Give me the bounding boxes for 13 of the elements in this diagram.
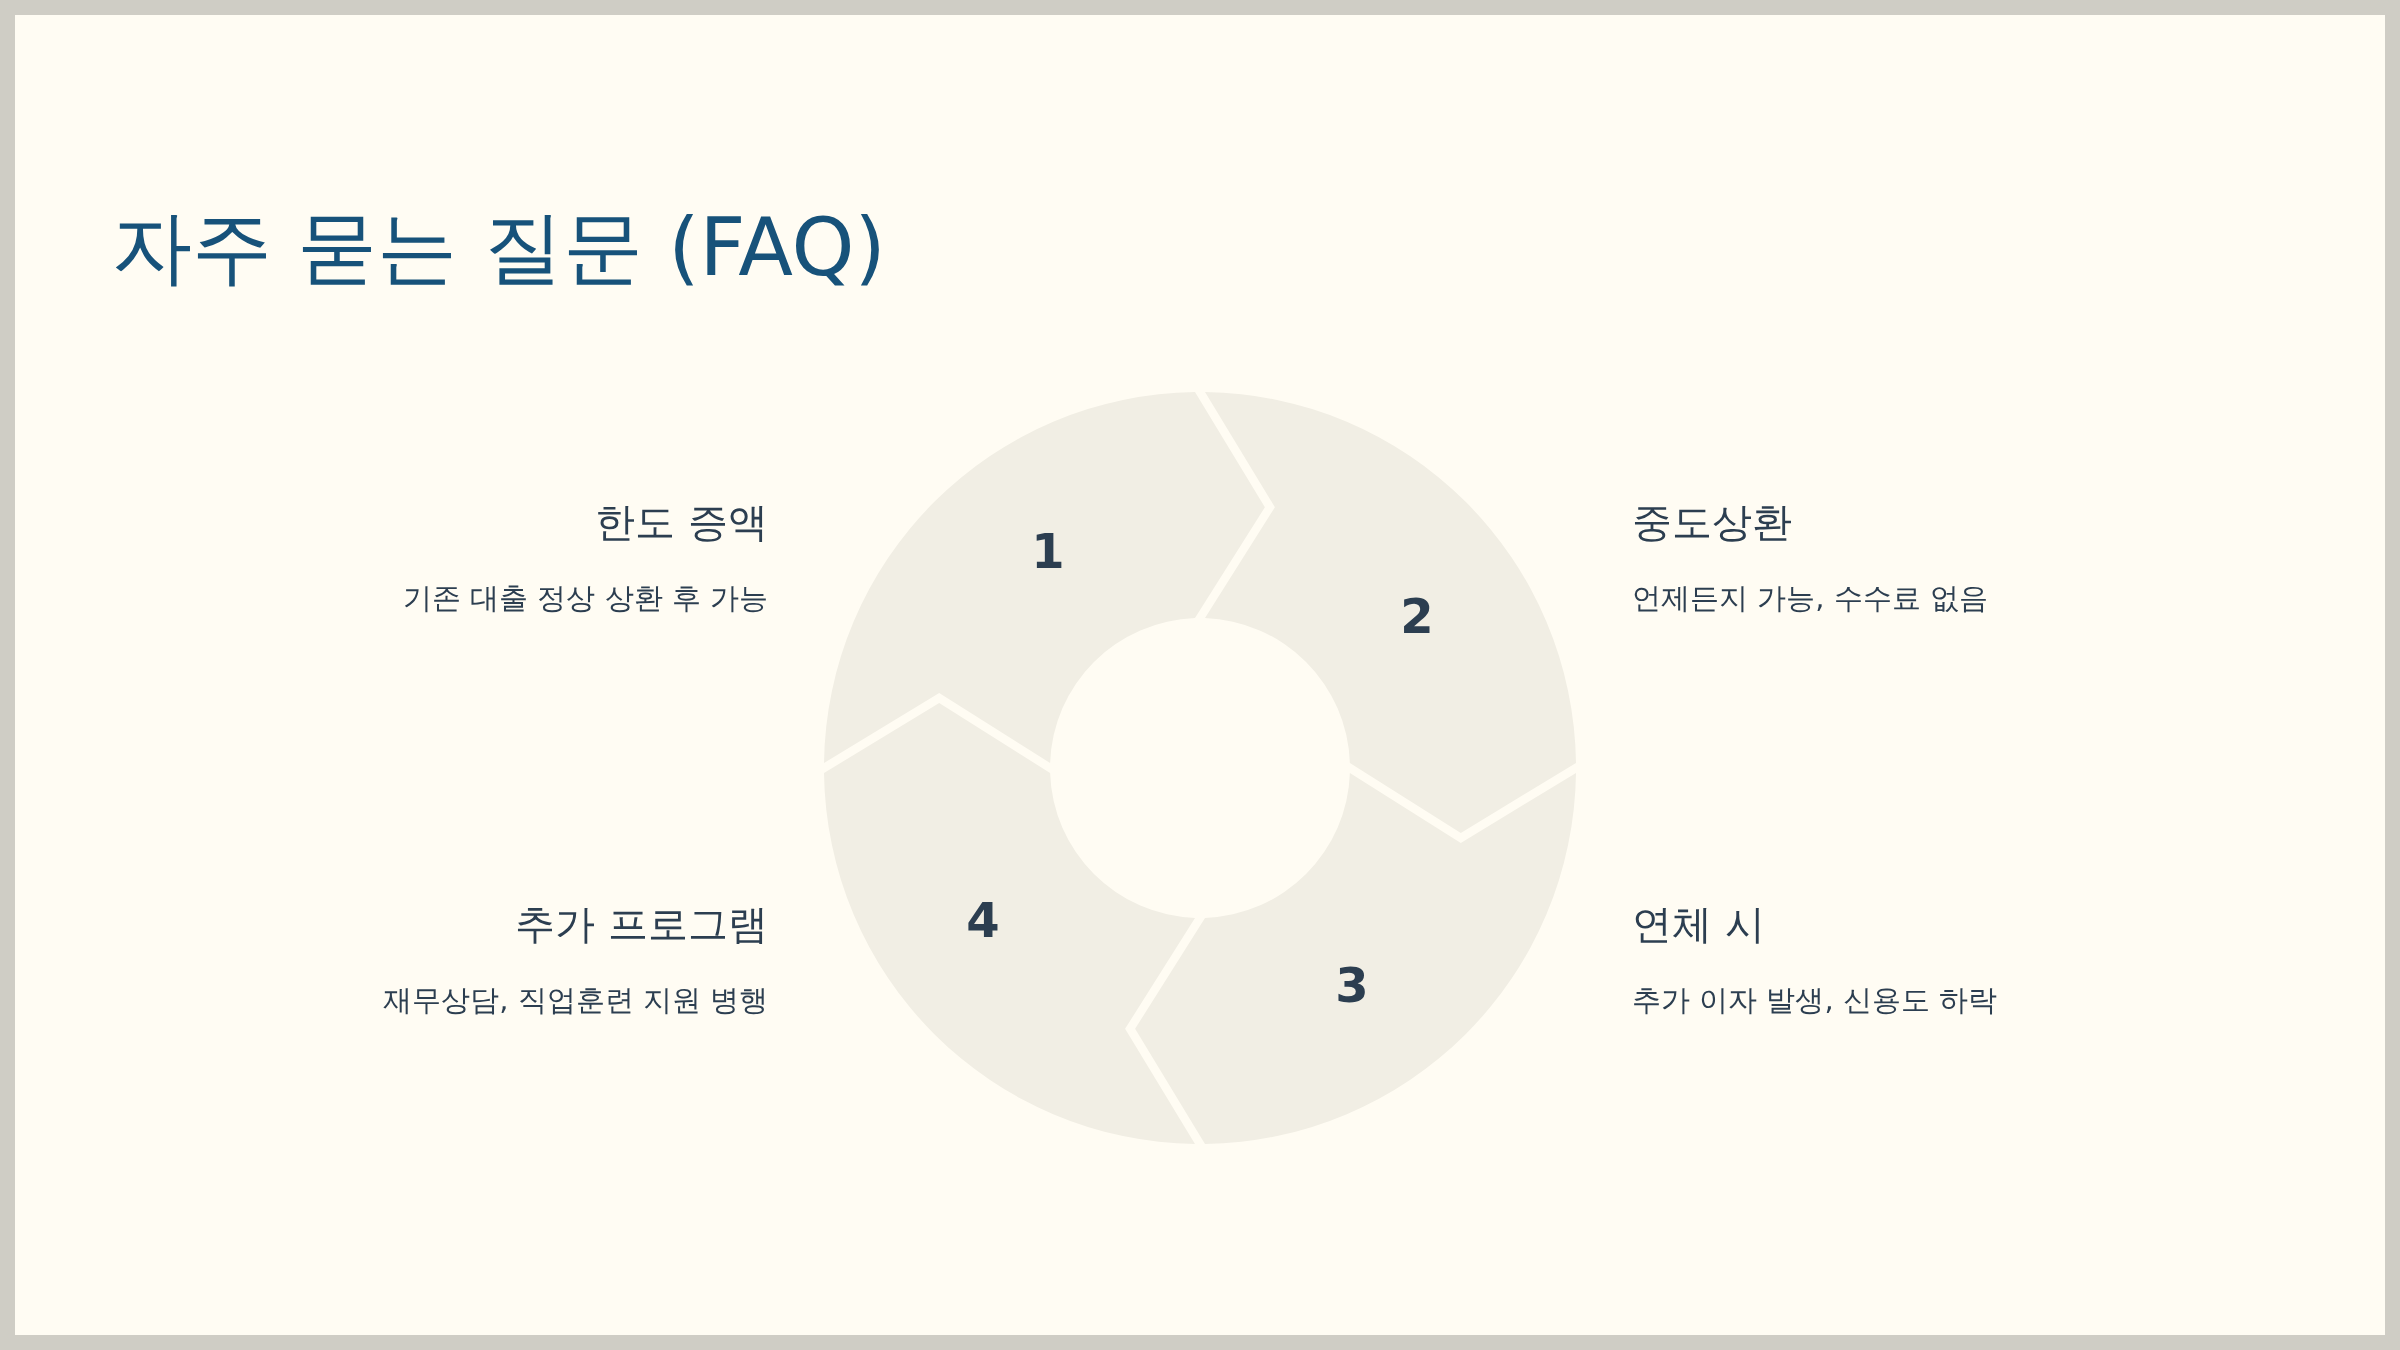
title: 자주 묻는 질문 (FAQ) [112,200,886,296]
item-heading: 한도 증액 [595,498,768,546]
item-heading: 중도상환 [1632,498,1792,546]
step-number: 2 [1400,592,1434,640]
item-description: 기존 대출 정상 상환 후 가능 [402,581,768,616]
item-description: 재무상담, 직업훈련 지원 병행 [383,983,768,1018]
item-description: 언제든지 가능, 수수료 없음 [1632,581,1988,616]
step-number: 1 [1031,526,1065,575]
step-number: 3 [1335,961,1369,1010]
step-number: 4 [966,896,1000,944]
item-heading: 추가 프로그램 [515,900,768,948]
item-description: 추가 이자 발생, 신용도 하락 [1632,983,1998,1018]
item-heading: 연체 시 [1632,900,1765,948]
